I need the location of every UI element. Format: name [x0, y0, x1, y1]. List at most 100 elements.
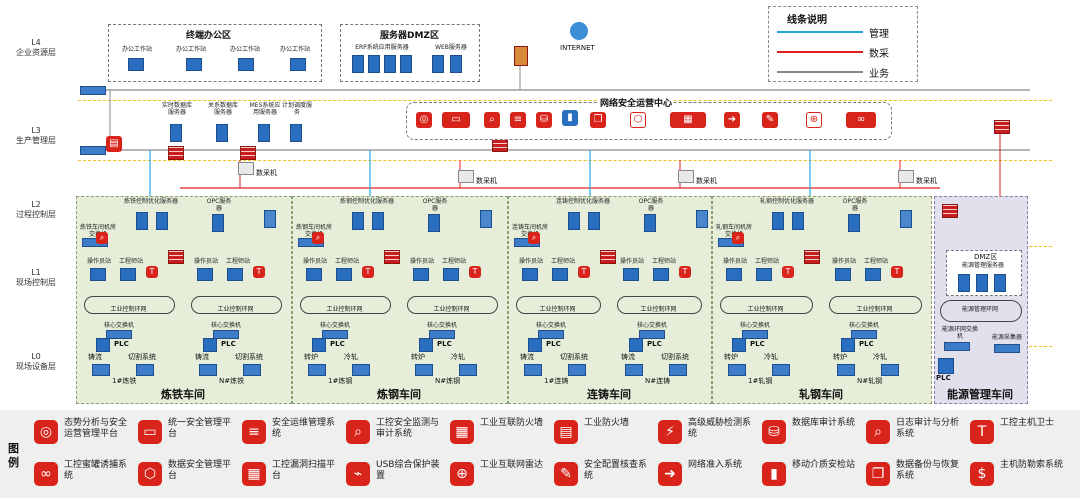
host-guard-icon: T: [146, 266, 158, 278]
ctrl-server-label: 炼铁控制优化服务器: [123, 198, 178, 205]
server-icon: [568, 212, 580, 230]
production-line-label: N#炼铁: [219, 377, 245, 385]
line-legend-daq: 数采: [869, 49, 889, 60]
workstation-icon: [726, 268, 742, 281]
ring-label: 工业控制环网: [640, 306, 677, 313]
workstation-icon: [227, 268, 243, 281]
l3-server-label: 计划调度服务: [282, 102, 313, 116]
globe-icon: [570, 22, 588, 40]
legend-item: ⌁USB综合保护装置: [346, 458, 468, 494]
server-icon: [372, 212, 384, 230]
op-station-label: 操作员站: [302, 258, 327, 265]
core-switch-label: 核心交换机: [848, 322, 879, 329]
eng-station-label: 工程师站: [118, 258, 143, 265]
plc-label: PLC: [546, 340, 561, 348]
eng-station-label: 工程师站: [441, 258, 466, 265]
data-security-icon: ⬡: [138, 462, 162, 486]
legend-item-label: 日志审计与分析系统: [896, 418, 960, 439]
workstation-icon: [522, 268, 538, 281]
legend-item-label: 工控漏洞扫描平台: [272, 460, 336, 481]
workstation-icon: [623, 268, 639, 281]
data-collector-icon: [238, 162, 254, 175]
backup-icon: ❐: [590, 112, 606, 128]
host-guard-icon: T: [970, 420, 994, 444]
equipment-icon: [136, 364, 154, 376]
ics-monitor-icon: ⌕: [96, 232, 108, 244]
kiosk-icon: [264, 210, 276, 228]
ctrl-server-label: 炼钢控制优化服务器: [339, 198, 394, 205]
config-check-icon: ✎: [554, 462, 578, 486]
config-check-icon: ✎: [762, 112, 778, 128]
legend-item-label: 数据备份与恢复系统: [896, 460, 960, 481]
ctrl-server-label: 连铸控制优化服务器: [555, 198, 610, 205]
workstation-icon: [238, 58, 254, 71]
equipment-icon: [199, 364, 217, 376]
equipment-icon: [243, 364, 261, 376]
industrial-ring: [516, 296, 601, 314]
production-line-label: 1#轧钢: [748, 377, 773, 385]
equipment-label: 铸流: [88, 353, 102, 361]
workstation-icon: [835, 268, 851, 281]
legend-item: ⛁数据库审计系统: [762, 416, 884, 452]
firewall-icon: [492, 138, 508, 152]
server-icon: [170, 124, 182, 142]
router-icon: [514, 46, 528, 66]
legend-item-label: 工控主机卫士: [1000, 418, 1055, 428]
firewall-icon: [168, 250, 184, 264]
server-icon: [258, 124, 270, 142]
server-icon: [792, 212, 804, 230]
legend-item-label: 主机防勒索系统: [1000, 460, 1064, 470]
production-line-label: 1#炼铁: [112, 377, 137, 385]
legend-item-label: 工业互联网雷达: [480, 460, 544, 470]
energy-collector-label: 能源采集器: [991, 334, 1022, 341]
core-switch-label: 核心交换机: [210, 322, 241, 329]
dmz-zone: [340, 24, 480, 82]
legend-item-label: 态势分析与安全运营管理平台: [64, 418, 128, 439]
ring-label: 工业控制环网: [433, 306, 470, 313]
plc-label: PLC: [859, 340, 874, 348]
switch-icon: [994, 344, 1020, 353]
legend-item: $ 主机防勒索系统: [970, 458, 1080, 494]
industrial-ring: [720, 296, 813, 314]
security-ops-icon: ≡: [242, 420, 266, 444]
legend-item: T 工控主机卫士: [970, 416, 1080, 452]
line-sample-mgmt: [777, 31, 863, 33]
server-icon: [432, 55, 444, 73]
line-sample-daq: [777, 51, 863, 53]
ctrl-server-label: 轧钢控制优化服务器: [759, 198, 814, 205]
workstation-icon: [186, 58, 202, 71]
legend-item: ⚡高级威胁检测系统: [658, 416, 780, 452]
ics-monitor-icon: ⌕: [312, 232, 324, 244]
equipment-label: 冷轧: [764, 353, 778, 361]
firewall-icon: [804, 250, 820, 264]
opc-server-label: OPC服务器: [206, 198, 232, 212]
workstation-icon: [197, 268, 213, 281]
host-guard-icon: T: [469, 266, 481, 278]
media-check-icon: ▮: [562, 110, 578, 126]
industrial-ring: [407, 296, 498, 314]
production-line-label: 1#炼钢: [328, 377, 353, 385]
plc-icon: [938, 358, 954, 374]
core-switch-label: 核心交换机: [535, 322, 566, 329]
ring-label: 工业控制环网: [217, 306, 254, 313]
ics-monitor-icon: ⌕: [484, 112, 500, 128]
host-defense-icon: $: [970, 462, 994, 486]
threat-detection-icon: ⚡: [658, 420, 682, 444]
eng-station-label: 工程师站: [334, 258, 359, 265]
workstation-icon: [443, 268, 459, 281]
energy-dmz-label: DMZ区: [974, 253, 998, 261]
log-audit-icon: ⌕: [866, 420, 890, 444]
legend-item-label: 网络准入系统: [688, 460, 743, 470]
equipment-icon: [772, 364, 790, 376]
legend-item: ▦工控漏洞扫描平台: [242, 458, 364, 494]
op-station-label: 操作员站: [409, 258, 434, 265]
energy-plc-label: PLC: [936, 374, 951, 382]
op-station-label: 操作员站: [831, 258, 856, 265]
data-collector-label: 数采机: [696, 177, 717, 185]
equipment-icon: [728, 364, 746, 376]
core-switch-label: 核心交换机: [103, 322, 134, 329]
workstation-icon: [128, 58, 144, 71]
core-switch-icon: [80, 86, 106, 95]
